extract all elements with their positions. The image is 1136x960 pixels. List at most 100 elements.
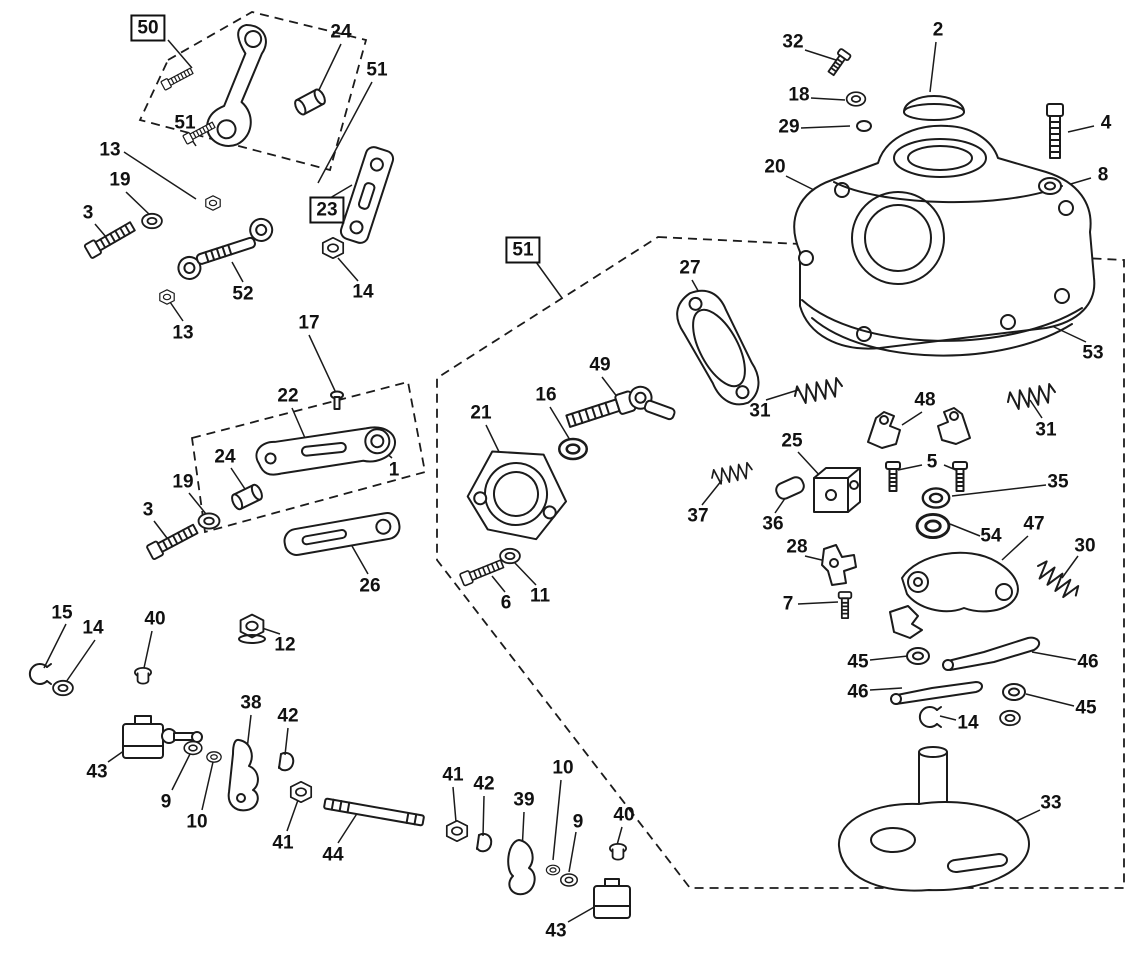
- callout-15: 15: [51, 602, 73, 624]
- callout-40: 40: [144, 608, 166, 630]
- callout-31: 31: [1035, 419, 1057, 441]
- callout-9: 9: [572, 811, 584, 833]
- upper-lever-arm: [206, 23, 267, 147]
- cam-lever: [821, 544, 857, 586]
- callout-10: 10: [186, 811, 208, 833]
- callout-44: 44: [322, 844, 344, 866]
- leader-lines: [43, 39, 1095, 923]
- cam-follower-screw: [565, 385, 676, 428]
- callout-43: 43: [545, 920, 567, 942]
- throttle-lever: [255, 426, 397, 476]
- assembly-boundary-lever: [190, 380, 427, 534]
- callout-51: 51: [174, 112, 196, 134]
- callout-18: 18: [788, 84, 810, 106]
- callout-30: 30: [1074, 535, 1096, 557]
- callout-19: 19: [109, 169, 131, 191]
- callout-13: 13: [172, 322, 194, 344]
- callout-36: 36: [762, 513, 784, 535]
- callout-3: 3: [82, 202, 94, 224]
- callout-35: 35: [1047, 471, 1069, 493]
- bracket-pair: [867, 407, 971, 449]
- callout-47: 47: [1023, 513, 1045, 535]
- assembly-boundary-50: [138, 11, 368, 172]
- callout-16: 16: [535, 384, 557, 406]
- callout-51-boxed: 51: [505, 236, 541, 264]
- throttle-cam: [901, 551, 1019, 613]
- pivot-shaft-44: [323, 797, 425, 827]
- callout-38: 38: [240, 692, 262, 714]
- dome-cap: [903, 95, 965, 121]
- callout-42: 42: [473, 773, 495, 795]
- pump-base-plate: [837, 746, 1030, 892]
- callout-37: 37: [687, 505, 709, 527]
- callout-26: 26: [359, 575, 381, 597]
- gasket: [676, 289, 760, 406]
- needle-valve-left: [122, 715, 203, 759]
- callout-40: 40: [613, 804, 635, 826]
- callout-10: 10: [552, 757, 574, 779]
- link-plate-26: [283, 512, 401, 556]
- cam-follower-jaw: [889, 605, 923, 639]
- callout-27: 27: [679, 257, 701, 279]
- callout-14: 14: [82, 617, 104, 639]
- callout-3: 3: [142, 499, 154, 521]
- callout-46: 46: [847, 681, 869, 703]
- latch-hook-39: [507, 839, 536, 896]
- callout-24: 24: [214, 446, 236, 468]
- mount-bracket-23: [339, 146, 395, 244]
- callout-6: 6: [500, 592, 512, 614]
- callout-4: 4: [1100, 112, 1112, 134]
- callout-42: 42: [277, 705, 299, 727]
- callout-24: 24: [330, 21, 352, 43]
- callout-32: 32: [782, 31, 804, 53]
- callout-31: 31: [749, 400, 771, 422]
- callout-39: 39: [513, 789, 535, 811]
- venturi-adapter: [466, 450, 568, 541]
- callout-1: 1: [388, 459, 400, 481]
- screw-17: [330, 390, 344, 410]
- callout-17: 17: [298, 312, 320, 334]
- callout-22: 22: [277, 385, 299, 407]
- callout-41: 41: [442, 764, 464, 786]
- callout-14: 14: [352, 281, 374, 303]
- callout-41: 41: [272, 832, 294, 854]
- callout-43: 43: [86, 761, 108, 783]
- callout-28: 28: [786, 536, 808, 558]
- callout-50-boxed: 50: [130, 14, 166, 42]
- callout-49: 49: [589, 354, 611, 376]
- callout-45: 45: [1075, 697, 1097, 719]
- callout-23-boxed: 23: [309, 196, 345, 224]
- callout-19: 19: [172, 471, 194, 493]
- callout-29: 29: [778, 116, 800, 138]
- lever-46-left: [890, 681, 983, 705]
- callout-14: 14: [957, 712, 979, 734]
- roller-pin: [775, 476, 805, 500]
- callout-2: 2: [932, 19, 944, 41]
- lever-46-right: [942, 636, 1041, 671]
- callout-48: 48: [914, 389, 936, 411]
- callout-11: 11: [529, 585, 551, 607]
- callout-45: 45: [847, 651, 869, 673]
- callout-5: 5: [926, 451, 938, 473]
- needle-valve-right: [593, 878, 631, 919]
- assembly-boundary-51: [436, 236, 1125, 889]
- callout-33: 33: [1040, 792, 1062, 814]
- link-rod-52: [177, 217, 274, 280]
- callout-51: 51: [366, 59, 388, 81]
- callout-54: 54: [980, 525, 1002, 547]
- callout-20: 20: [764, 156, 786, 178]
- callout-13: 13: [99, 139, 121, 161]
- callout-46: 46: [1077, 651, 1099, 673]
- carburetor-cover: [793, 124, 1096, 357]
- callout-25: 25: [781, 430, 803, 452]
- cam-bracket-38: [227, 738, 259, 812]
- nut-12: [238, 613, 266, 644]
- plug: [856, 120, 872, 132]
- callout-8: 8: [1097, 164, 1109, 186]
- callout-7: 7: [782, 593, 794, 615]
- callout-21: 21: [470, 402, 492, 424]
- callout-53: 53: [1082, 342, 1104, 364]
